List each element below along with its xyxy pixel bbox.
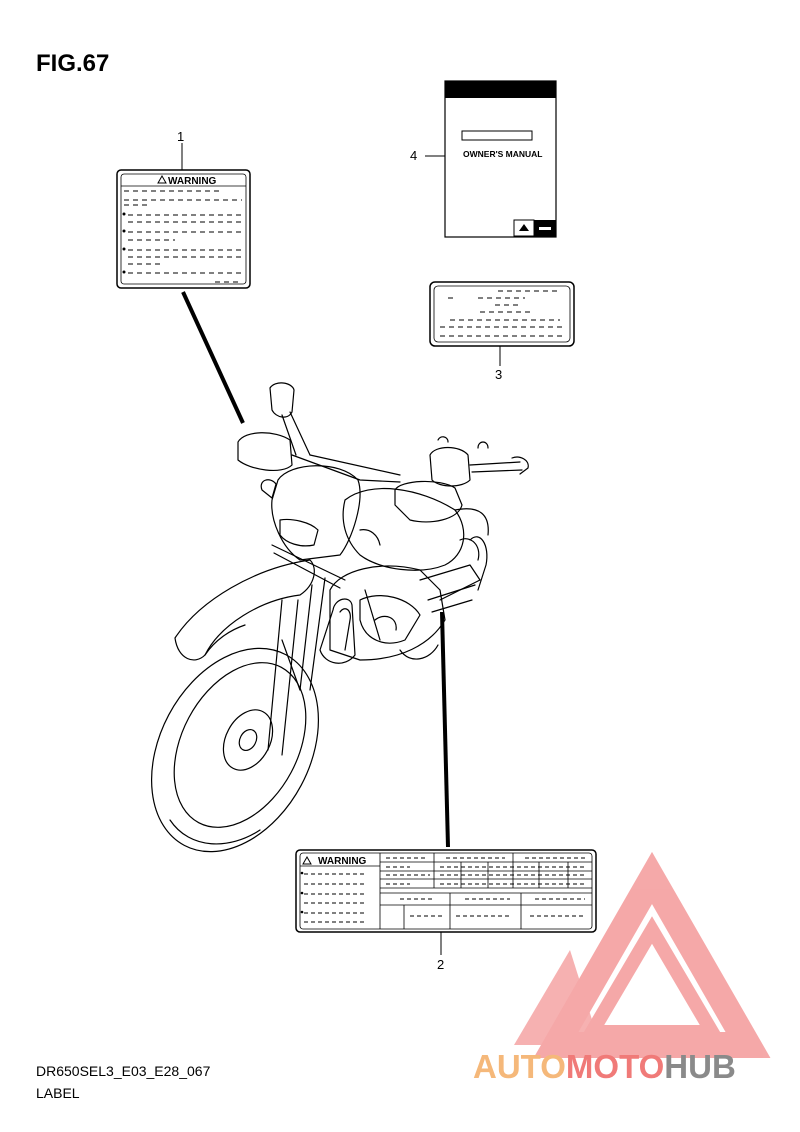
- callout-number: 2: [437, 957, 445, 972]
- watermark-auto: AUTO: [473, 1048, 566, 1085]
- warning-label-1: [116, 169, 251, 289]
- watermark-logo: [514, 851, 771, 1058]
- warning-label-2-heading: WARNING: [318, 856, 367, 867]
- watermark-text: AUTOMOTOHUB: [473, 1048, 736, 1086]
- motorcycle-illustration: [150, 382, 529, 853]
- figure-caption: LABEL: [36, 1085, 80, 1101]
- callout-number: 1: [177, 129, 185, 144]
- watermark-moto: MOTO: [565, 1048, 665, 1085]
- owners-manual-title: OWNER'S MANUAL: [463, 149, 542, 159]
- callout-number: 4: [410, 148, 418, 163]
- warning-label-1-heading: WARNING: [168, 176, 217, 187]
- figure-title: FIG.67: [36, 50, 110, 77]
- watermark-hub: HUB: [664, 1048, 736, 1085]
- owners-manual: [444, 80, 557, 238]
- info-label-3: [429, 281, 575, 347]
- leader-lines: [181, 143, 501, 955]
- callout-number: 3: [495, 367, 503, 382]
- warning-label-2: [295, 849, 597, 933]
- figure-code: DR650SEL3_E03_E28_067: [36, 1063, 211, 1079]
